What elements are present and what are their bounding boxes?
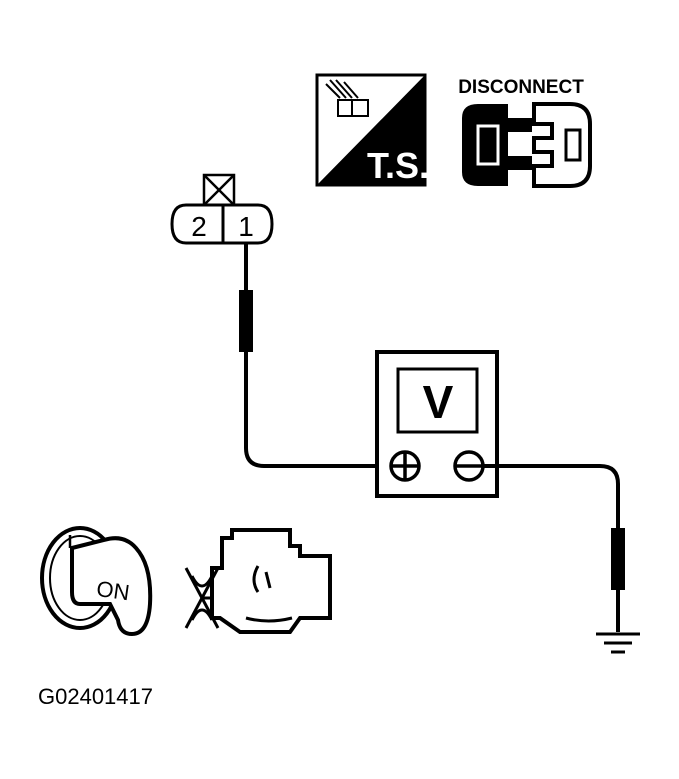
ignition-on-label: ON bbox=[95, 576, 131, 605]
negative-probe-lead bbox=[483, 464, 625, 632]
disconnect-connector-icon bbox=[462, 102, 592, 188]
figure-id: G02401417 bbox=[38, 684, 153, 709]
ground-symbol-icon bbox=[596, 632, 640, 654]
meter-unit-label: V bbox=[423, 376, 454, 428]
positive-terminal-icon bbox=[389, 450, 421, 482]
ts-icon: T.S. bbox=[315, 73, 429, 187]
pin-1-label: 1 bbox=[238, 211, 254, 242]
negative-terminal-icon bbox=[453, 450, 485, 482]
engine-fan-icon bbox=[184, 528, 332, 634]
pin-2-label: 2 bbox=[191, 211, 207, 242]
harness-connector: 2 1 bbox=[170, 173, 274, 245]
positive-probe-lead bbox=[239, 243, 384, 468]
disconnect-label: DISCONNECT bbox=[458, 77, 584, 98]
ts-label: T.S. bbox=[367, 145, 429, 186]
voltmeter: V bbox=[375, 350, 499, 498]
ignition-key-icon: ON bbox=[40, 526, 153, 637]
